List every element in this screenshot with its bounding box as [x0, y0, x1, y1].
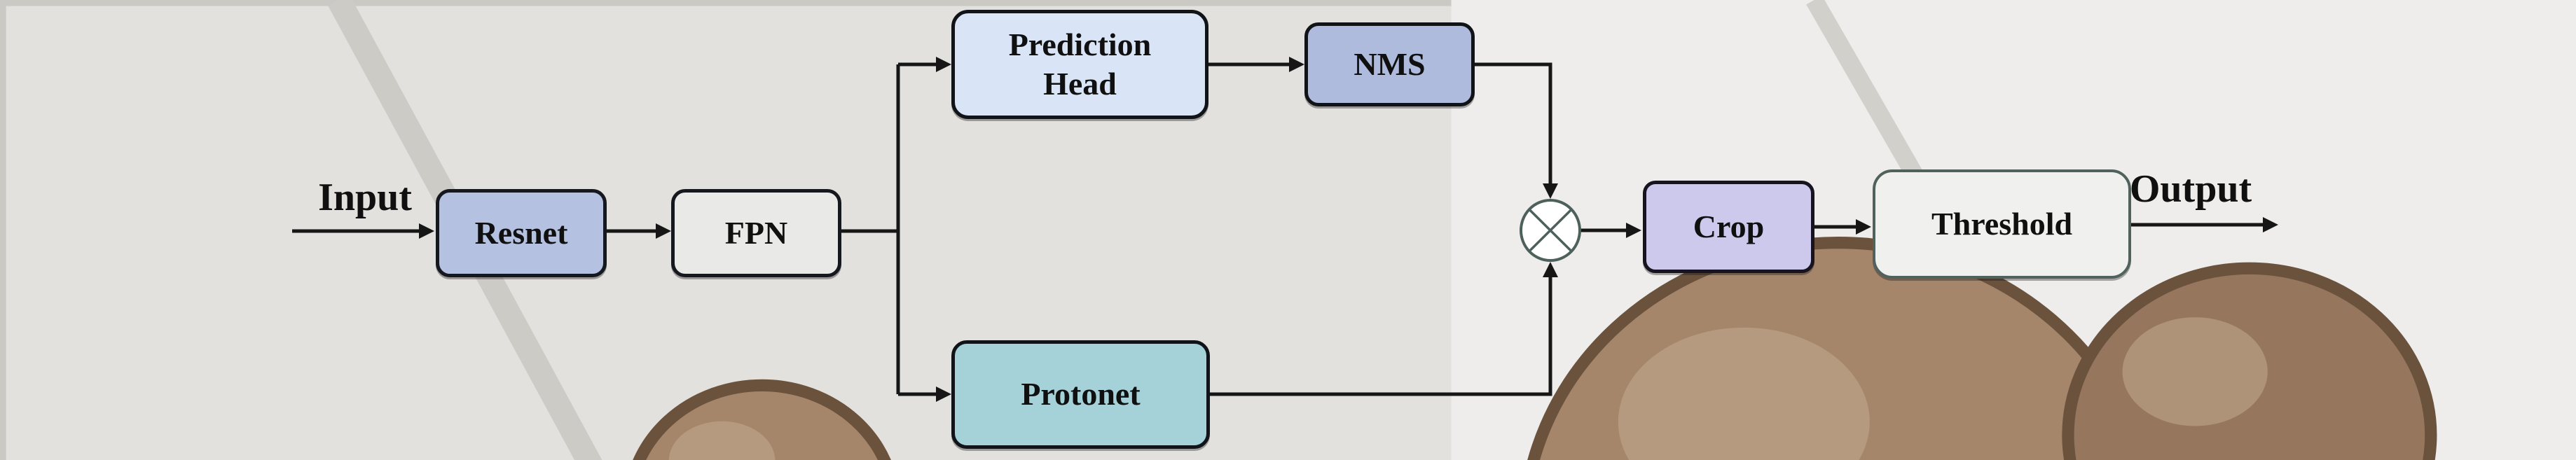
node-nms: NMS: [1304, 22, 1475, 106]
node-fpn: FPN: [671, 189, 841, 277]
node-resnet: Resnet: [436, 189, 607, 277]
node-prediction-head: Prediction Head: [951, 10, 1208, 119]
output-label: Output: [2129, 167, 2252, 211]
node-threshold: Threshold: [1873, 169, 2131, 279]
node-crop: Crop: [1643, 181, 1814, 273]
node-protonet: Protonet: [951, 340, 1210, 449]
input-label: Input: [318, 176, 412, 219]
